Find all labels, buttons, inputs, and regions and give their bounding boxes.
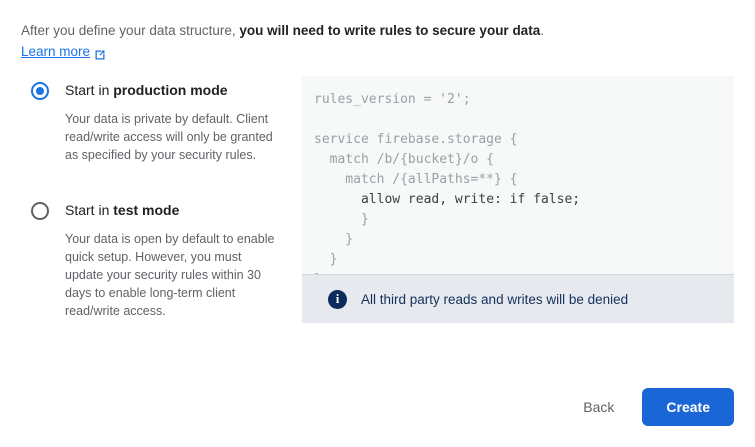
learn-more-label: Learn more xyxy=(21,44,91,59)
rules-code-panel: rules_version = '2'; service firebase.st… xyxy=(302,76,734,323)
option-production-mode-label[interactable]: Start in production mode xyxy=(65,80,283,100)
rules-code-block: rules_version = '2'; service firebase.st… xyxy=(302,76,734,290)
option-production-mode[interactable]: Start in production mode Your data is pr… xyxy=(21,80,283,164)
radio-test-mode[interactable] xyxy=(31,202,49,220)
intro-lead-text: After you define your data structure, xyxy=(21,23,240,38)
option-test-mode-label[interactable]: Start in test mode xyxy=(65,200,283,220)
intro-paragraph: After you define your data structure, yo… xyxy=(21,21,721,41)
intro-emphasis-text: you will need to write rules to secure y… xyxy=(239,23,541,38)
learn-more-link[interactable]: Learn more xyxy=(21,42,106,61)
mode-options-group: Start in production mode Your data is pr… xyxy=(21,80,283,320)
option-test-mode[interactable]: Start in test mode Your data is open by … xyxy=(21,200,283,320)
create-button[interactable]: Create xyxy=(642,388,734,426)
option-production-mode-label-strong: production mode xyxy=(113,82,228,98)
intro-tail-text: . xyxy=(540,23,544,38)
rules-code-before: rules_version = '2'; service firebase.st… xyxy=(314,92,518,187)
rules-code-highlight: allow read, write: if false; xyxy=(360,192,581,207)
back-button[interactable]: Back xyxy=(573,391,624,423)
radio-production-mode[interactable] xyxy=(31,82,49,100)
dialog-footer: Back Create xyxy=(573,388,734,426)
option-production-mode-description: Your data is private by default. Client … xyxy=(65,112,273,162)
rules-info-banner: i All third party reads and writes will … xyxy=(302,274,734,323)
info-circle-icon: i xyxy=(328,289,347,309)
rules-info-message: All third party reads and writes will be… xyxy=(361,291,629,307)
option-test-mode-label-strong: test mode xyxy=(113,202,180,218)
option-production-mode-label-prefix: Start in xyxy=(65,82,114,98)
external-link-icon xyxy=(94,47,106,59)
option-test-mode-description: Your data is open by default to enable q… xyxy=(65,232,275,318)
option-test-mode-label-prefix: Start in xyxy=(65,202,114,218)
